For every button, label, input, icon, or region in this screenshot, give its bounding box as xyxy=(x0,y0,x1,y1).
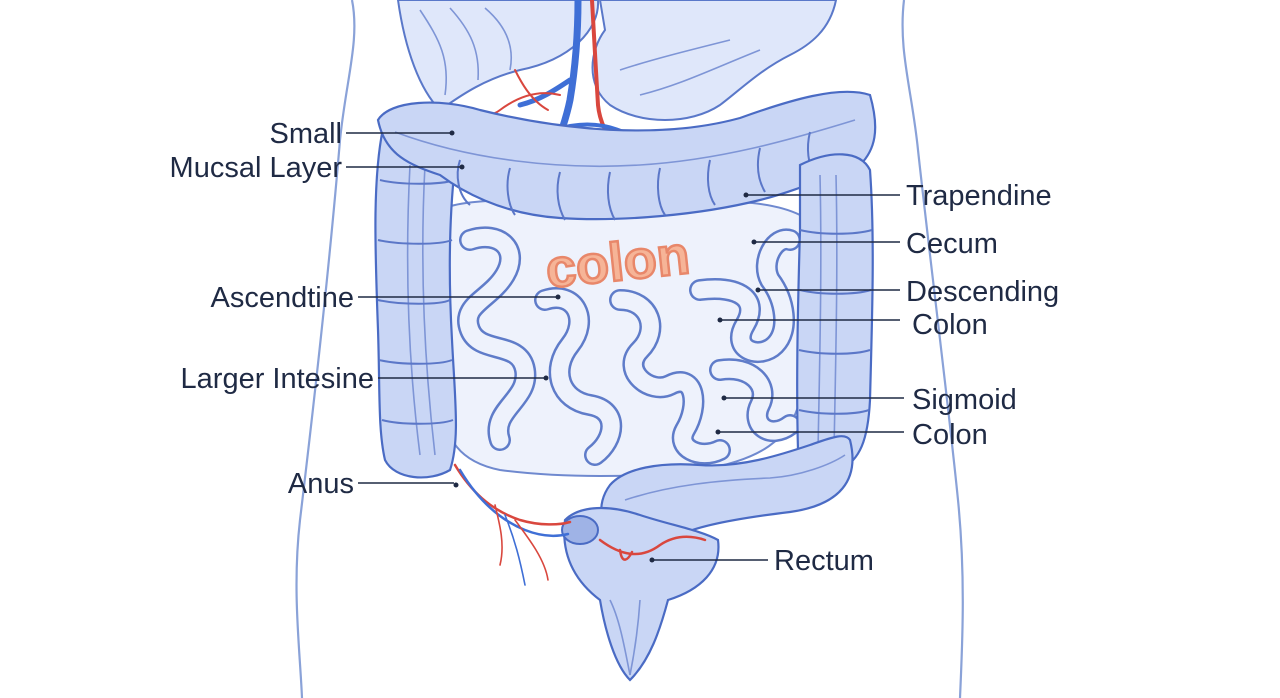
label-rectum: Rectum xyxy=(774,545,874,577)
body-outline xyxy=(295,0,964,698)
label-larger-intesine: Larger Intesine xyxy=(181,363,374,395)
small-intestine xyxy=(433,199,810,477)
label-colon-2: Colon xyxy=(912,419,988,451)
liver xyxy=(396,0,600,112)
right-leaders xyxy=(649,192,904,563)
label-mucsal-layer: Mucsal Layer xyxy=(170,152,343,184)
label-colon-1: Colon xyxy=(912,309,988,341)
stomach xyxy=(591,0,838,121)
label-anus: Anus xyxy=(288,468,354,500)
label-sigmoid: Sigmoid xyxy=(912,384,1017,416)
lower-vessels xyxy=(453,463,572,586)
label-ascendtine: Ascendtine xyxy=(211,282,355,314)
label-descending: Descending xyxy=(906,276,1059,308)
left-leaders xyxy=(346,130,561,488)
label-cecum: Cecum xyxy=(906,228,998,260)
label-small: Small xyxy=(269,118,342,150)
large-intestine xyxy=(374,90,877,546)
rectum xyxy=(561,507,720,682)
label-trapendine: Trapendine xyxy=(906,180,1052,212)
